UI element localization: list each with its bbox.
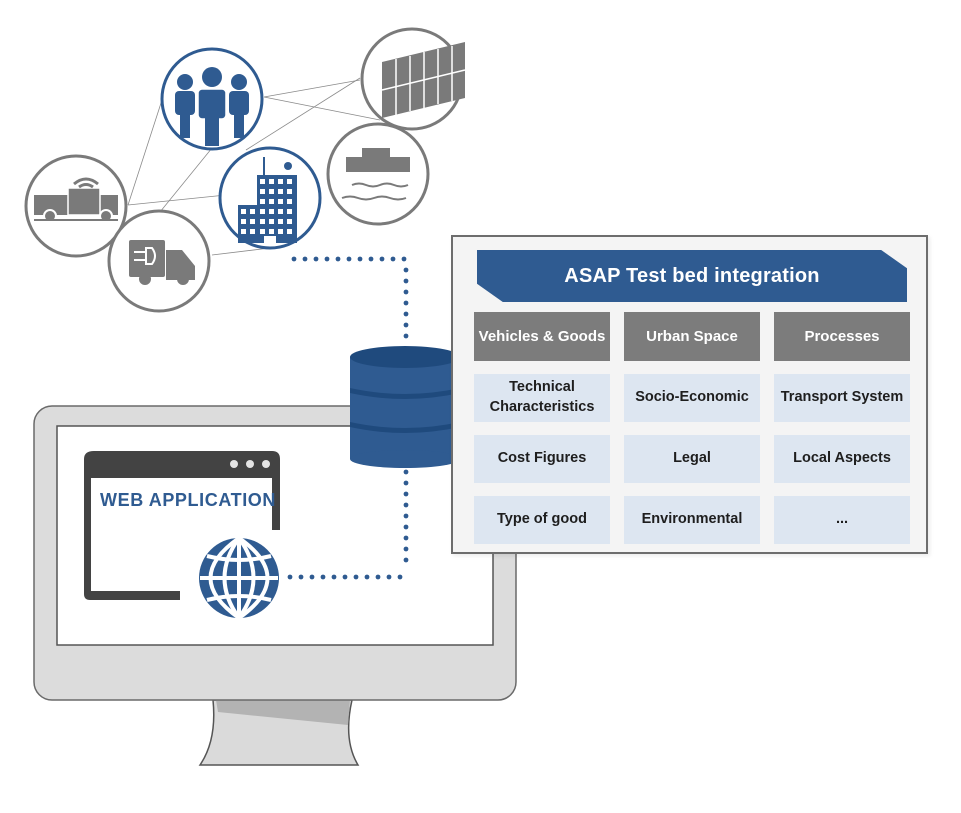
- connector-dot: [403, 469, 409, 475]
- category-header-vehicles-goods: Vehicles & Goods: [474, 312, 610, 361]
- connector-dot: [403, 322, 409, 328]
- connector-dotted: [287, 256, 409, 580]
- connector-dot: [390, 256, 396, 262]
- network-lines: [127, 77, 381, 256]
- connector-dot: [320, 574, 326, 580]
- connector-dot: [346, 256, 352, 262]
- test-bed-banner: ASAP Test bed integration: [477, 250, 907, 302]
- window-pane: [278, 219, 283, 224]
- window-pane: [287, 189, 292, 194]
- shipping-container-icon: [360, 27, 466, 131]
- connector-dot: [403, 333, 409, 339]
- test-bed-title: ASAP Test bed integration: [564, 264, 820, 287]
- window-pane: [260, 229, 265, 234]
- window-pane: [241, 209, 246, 214]
- test-bed-panel: ASAP Test bed integration Vehicles & Goo…: [451, 235, 928, 554]
- connector-dot: [403, 267, 409, 273]
- connector-dot: [353, 574, 359, 580]
- window-pane: [250, 219, 255, 224]
- connector-dot: [335, 256, 341, 262]
- test-bed-grid: Vehicles & Goods Urban Space Processes T…: [474, 312, 911, 544]
- window-pane: [287, 219, 292, 224]
- window-pane: [241, 219, 246, 224]
- window-pane: [269, 219, 274, 224]
- window-pane: [278, 179, 283, 184]
- window-pane: [260, 189, 265, 194]
- window-pane: [278, 199, 283, 204]
- category-item: Technical Characteristics: [474, 374, 610, 422]
- connector-dot: [403, 480, 409, 486]
- connector-dot: [403, 524, 409, 530]
- electric-truck-icon: [107, 209, 211, 313]
- category-header-processes: Processes: [774, 312, 910, 361]
- database-icon: [350, 346, 460, 468]
- window-pane: [269, 199, 274, 204]
- window-pane: [287, 209, 292, 214]
- globe-icon: [199, 535, 279, 621]
- category-item: Cost Figures: [474, 435, 610, 483]
- connector-dot: [357, 256, 363, 262]
- category-item: Transport System: [774, 374, 910, 422]
- category-item: Socio-Economic: [624, 374, 760, 422]
- category-item: Type of good: [474, 496, 610, 544]
- window-pane: [278, 209, 283, 214]
- connector-dot: [291, 256, 297, 262]
- connector-dot: [403, 289, 409, 295]
- connector-dot: [403, 300, 409, 306]
- window-pane: [278, 189, 283, 194]
- connector-dot: [397, 574, 403, 580]
- connected-truck-icon: [24, 154, 128, 258]
- connector-dot: [403, 557, 409, 563]
- category-item: Local Aspects: [774, 435, 910, 483]
- connector-dot: [401, 256, 407, 262]
- category-item: Legal: [624, 435, 760, 483]
- window-pane: [250, 229, 255, 234]
- window-pane: [260, 219, 265, 224]
- window-pane: [260, 209, 265, 214]
- connector-dot: [403, 311, 409, 317]
- window-pane: [260, 199, 265, 204]
- connector-dot: [302, 256, 308, 262]
- window-pane: [278, 229, 283, 234]
- connector-dot: [309, 574, 315, 580]
- connector-dot: [403, 513, 409, 519]
- door: [264, 236, 276, 243]
- web-application-label: WEB APPLICATION: [100, 490, 276, 510]
- connector-dot: [386, 574, 392, 580]
- connector-dot: [403, 278, 409, 284]
- connector-dot: [403, 491, 409, 497]
- ship-icon: [326, 122, 430, 226]
- connector-dot: [364, 574, 370, 580]
- window-pane: [269, 229, 274, 234]
- office-building-icon: [218, 146, 322, 250]
- connector-dot: [375, 574, 381, 580]
- window-pane: [241, 229, 246, 234]
- connector-dot: [331, 574, 337, 580]
- connector-dot: [403, 546, 409, 552]
- connector-dot: [342, 574, 348, 580]
- window-pane: [269, 209, 274, 214]
- connector-dot: [403, 502, 409, 508]
- connector-dot: [324, 256, 330, 262]
- window-pane: [287, 199, 292, 204]
- connector-dot: [298, 574, 304, 580]
- window-pane: [269, 189, 274, 194]
- connector-dot: [313, 256, 319, 262]
- window-pane: [250, 209, 255, 214]
- window-pane: [287, 229, 292, 234]
- connector-dot: [368, 256, 374, 262]
- category-item: ...: [774, 496, 910, 544]
- window-pane: [269, 179, 274, 184]
- window-pane: [287, 179, 292, 184]
- category-item: Environmental: [624, 496, 760, 544]
- window-pane: [260, 179, 265, 184]
- connector-dot: [403, 535, 409, 541]
- people-group-icon: [160, 47, 264, 151]
- connector-dot: [287, 574, 293, 580]
- connector-dot: [379, 256, 385, 262]
- category-header-urban-space: Urban Space: [624, 312, 760, 361]
